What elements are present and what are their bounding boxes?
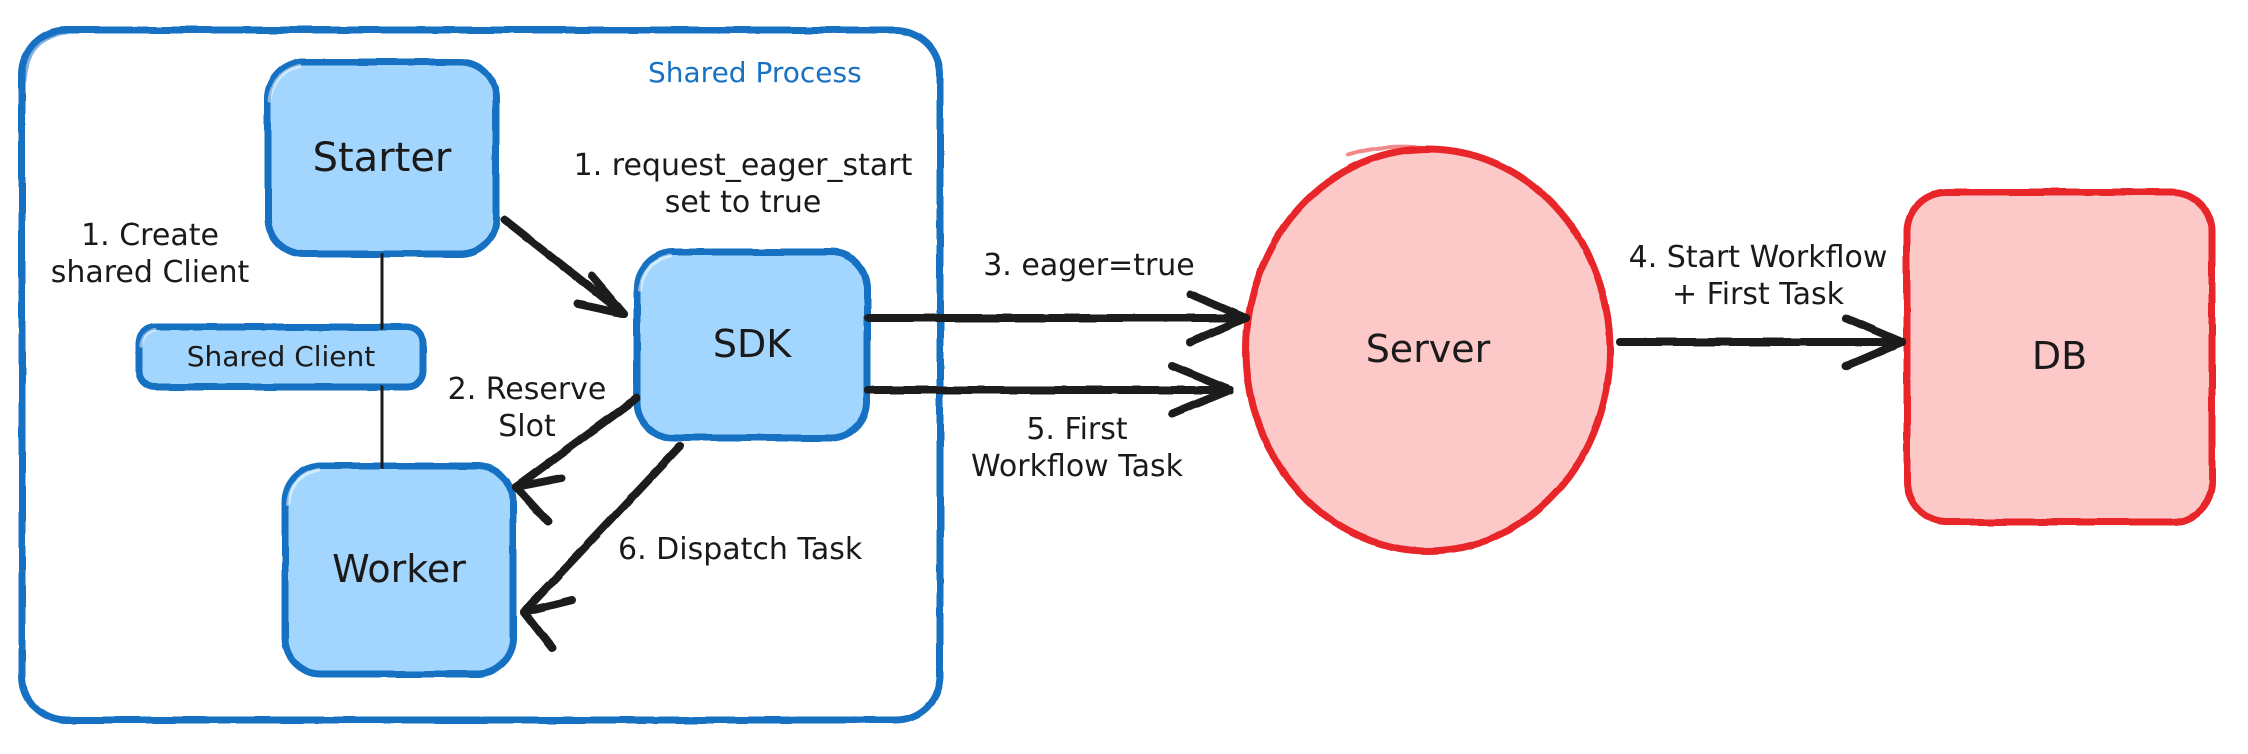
node-db-shape[interactable]: [1903, 188, 2216, 526]
edge-label-eager-true: 3. eager=true: [983, 248, 1195, 283]
node-sdk-shape[interactable]: [633, 248, 871, 442]
edge-label-request-eager-start: 1. request_eager_start set to true: [573, 148, 913, 220]
edge-sdk-server-firsttask-arrow: [864, 362, 1234, 418]
edge-sdk-worker-reserve-arrow: [512, 394, 641, 526]
edge-label-create-shared-client: 1. Create shared Client: [50, 218, 250, 290]
edge-sdk-server-arrow: [864, 290, 1250, 346]
node-worker-shape[interactable]: [281, 462, 517, 678]
edge-sdk-worker-dispatch-arrow: [520, 442, 684, 652]
shared-process-container: [18, 26, 944, 724]
edge-starter-worker-line: [378, 253, 386, 469]
edge-label-dispatch-task: 6. Dispatch Task: [618, 532, 863, 567]
node-starter-shape[interactable]: [264, 58, 500, 258]
edge-server-db-arrow: [1616, 314, 1906, 370]
group-label-shared-process: Shared Process: [648, 56, 862, 89]
edge-label-first-workflow-task: 5. First Workflow Task: [970, 412, 1184, 484]
node-server-shape[interactable]: [1242, 144, 1614, 555]
edge-starter-sdk-arrow: [501, 216, 628, 318]
node-shared-client-shape[interactable]: [135, 323, 427, 391]
edge-label-reserve-slot: 2. Reserve Slot: [447, 372, 607, 444]
edge-label-start-workflow-first-task: 4. Start Workflow + First Task: [1628, 240, 1888, 312]
